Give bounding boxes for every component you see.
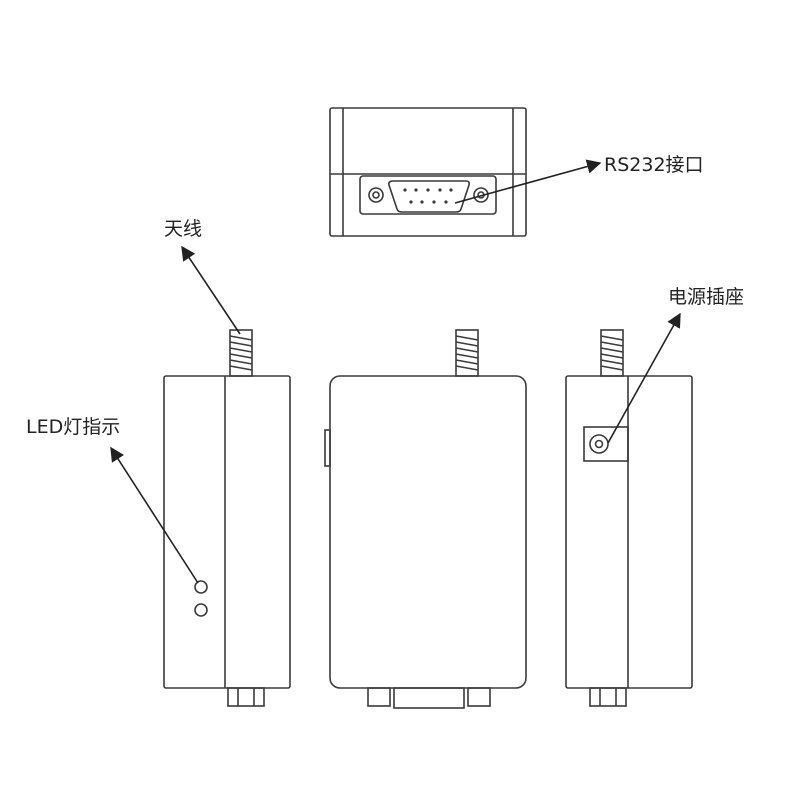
front-body — [329, 375, 527, 689]
right-side-view — [565, 329, 693, 707]
power-socket-arrow — [607, 312, 681, 444]
antenna-spring-front — [455, 329, 479, 377]
led-indicator-label: LED灯指示 — [26, 416, 121, 438]
top-view-body — [329, 107, 527, 237]
rs232-arrow — [454, 159, 602, 204]
rs232-label: RS232接口 — [604, 154, 704, 176]
power-socket — [583, 426, 629, 462]
antenna-spring-right — [600, 329, 624, 377]
rs232-panel — [359, 175, 497, 215]
front-bottom-connector — [367, 687, 491, 709]
led-indicator-1 — [194, 580, 208, 594]
power-socket-label: 电源插座 — [668, 286, 745, 308]
left-bottom-connector — [227, 687, 265, 707]
antenna-spring-left — [229, 329, 253, 377]
front-view — [324, 329, 527, 709]
db9-pins — [403, 188, 453, 204]
front-side-tab — [324, 429, 331, 467]
left-side-view — [163, 329, 291, 707]
right-bottom-connector — [589, 687, 627, 707]
led-indicator-2 — [194, 603, 208, 617]
rs232-screw-left — [368, 187, 384, 203]
right-side-body — [565, 375, 693, 689]
db9-connector — [388, 180, 470, 213]
left-side-body — [163, 375, 291, 689]
antenna-arrow — [181, 245, 241, 335]
led-arrow — [110, 446, 199, 584]
top-view — [329, 107, 527, 237]
antenna-label: 天线 — [164, 218, 203, 240]
